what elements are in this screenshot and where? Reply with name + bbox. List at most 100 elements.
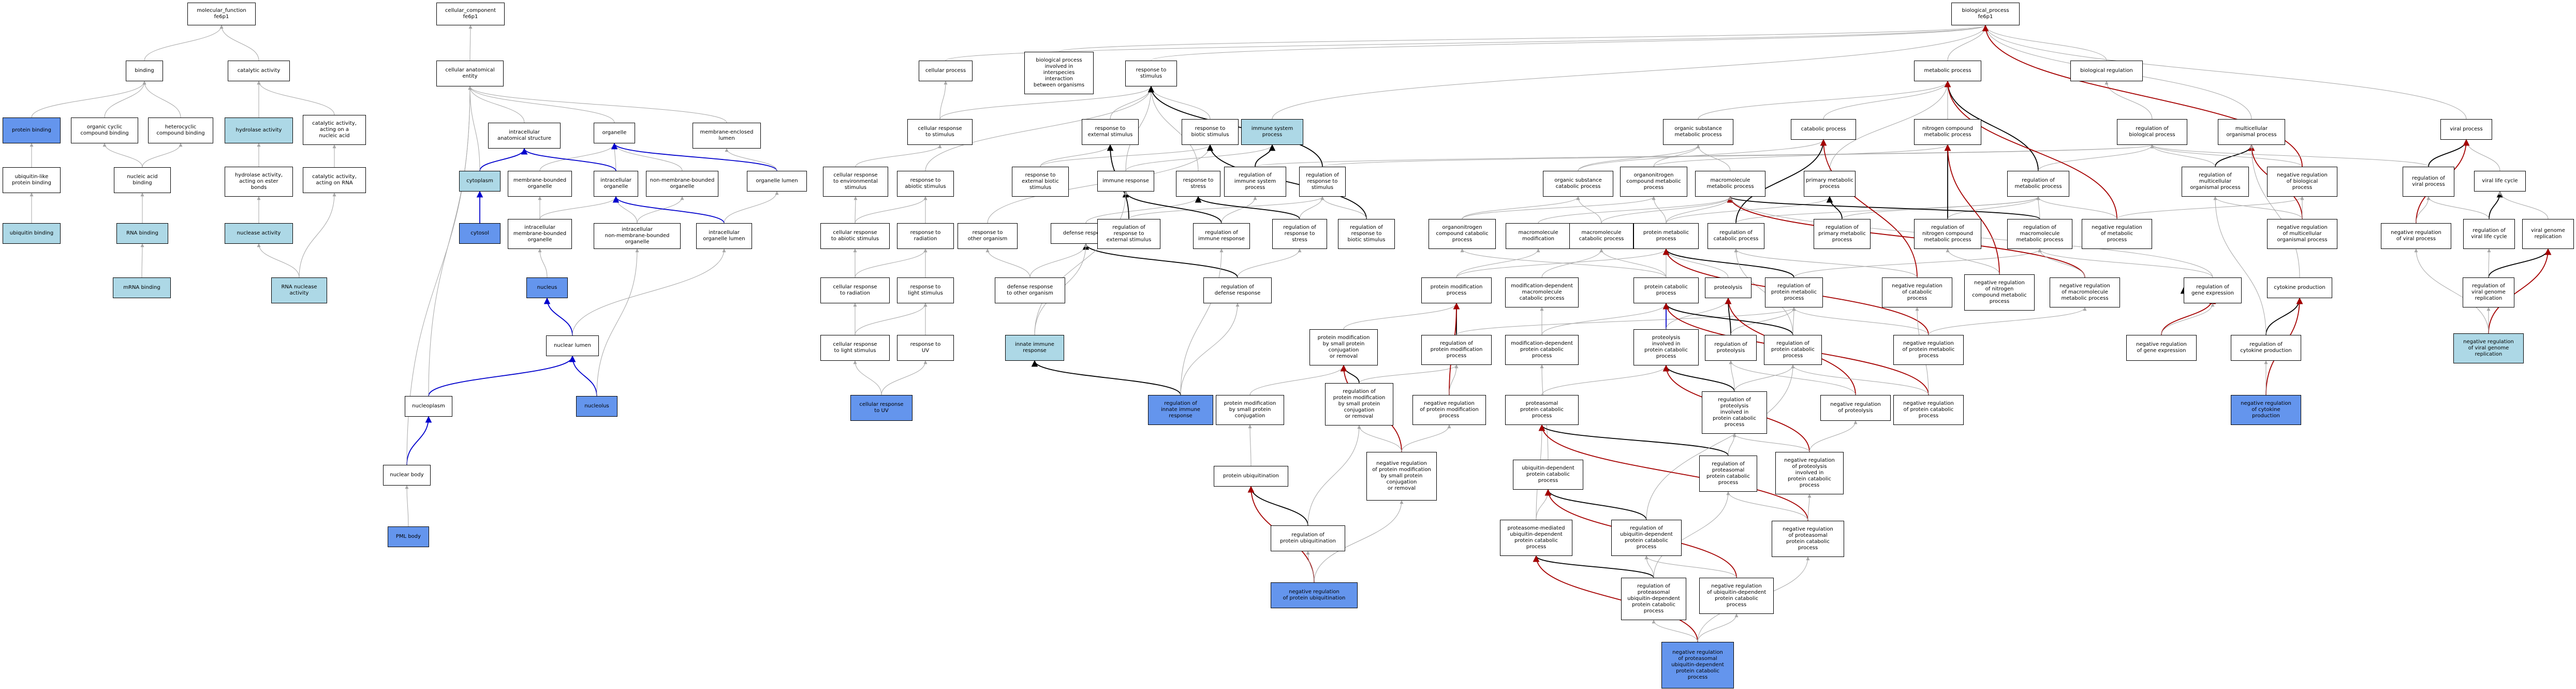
go-term-regmacromp[interactable]: regulation of macromolecule metabolic pr…: [2007, 219, 2072, 249]
go-term-udpcp[interactable]: ubiquitin-dependent protein catabolic pr…: [1513, 460, 1583, 490]
go-term-rlight[interactable]: response to light stimulus: [897, 277, 954, 303]
go-term-cytoplasm[interactable]: cytoplasm: [459, 171, 501, 192]
go-term-orgcyc[interactable]: organic cyclic compound binding: [71, 118, 138, 143]
go-term-crruv[interactable]: cellular response to UV: [850, 395, 912, 421]
go-term-catrna0[interactable]: catalytic activity, acting on a nucleic …: [303, 115, 366, 145]
go-term-regbp[interactable]: regulation of biological process: [2117, 119, 2187, 145]
go-term-nucbody[interactable]: nuclear body: [383, 465, 431, 486]
go-term-regprotcat[interactable]: regulation of protein catabolic process: [1764, 335, 1822, 365]
go-term-bpinter[interactable]: biological process involved in interspec…: [1024, 52, 1094, 94]
go-term-regprotubiq[interactable]: regulation of protein ubiquitination: [1271, 525, 1345, 551]
go-term-mf[interactable]: molecular_function fe6p1: [187, 3, 256, 25]
go-term-cae[interactable]: cellular anatomical entity: [436, 61, 504, 86]
go-term-negregviral[interactable]: negative regulation of viral process: [2381, 223, 2451, 249]
go-term-pmudpcp[interactable]: proteasome-mediated ubiquitin-dependent …: [1500, 520, 1572, 556]
go-term-oscat[interactable]: organic substance catabolic process: [1543, 171, 1613, 197]
go-term-iol[interactable]: intracellular organelle lumen: [696, 223, 752, 249]
go-term-catact[interactable]: catalytic activity: [228, 61, 290, 81]
go-term-pinpcp[interactable]: proteolysis involved in protein cataboli…: [1633, 329, 1699, 365]
go-term-ncmp[interactable]: nitrogen compound metabolic process: [1914, 119, 1981, 145]
go-term-negregpsmc[interactable]: negative regulation of protein modificat…: [1366, 452, 1437, 501]
go-term-metab[interactable]: metabolic process: [1914, 61, 1981, 81]
go-term-nuclumen[interactable]: nuclear lumen: [546, 335, 599, 356]
go-term-rextbio[interactable]: response to external biotic stimulus: [1012, 167, 1069, 197]
go-term-protbind[interactable]: protein binding: [3, 118, 61, 143]
go-term-rabio[interactable]: response to abiotic stimulus: [897, 171, 954, 197]
go-term-negregncmp[interactable]: negative regulation of nitrogen compound…: [1964, 274, 2035, 311]
go-term-mdpcp[interactable]: modification-dependent protein catabolic…: [1505, 335, 1579, 365]
go-term-rrad[interactable]: response to radiation: [897, 223, 954, 249]
go-term-io[interactable]: intracellular organelle: [594, 171, 638, 197]
go-term-osmp[interactable]: organic substance metabolic process: [1663, 119, 1733, 145]
go-term-macromp[interactable]: macromolecule metabolic process: [1695, 171, 1765, 197]
go-term-regrstress[interactable]: regulation of response to stress: [1272, 219, 1327, 249]
go-term-rext[interactable]: response to external stimulus: [1082, 119, 1139, 145]
go-term-hetcyc[interactable]: heterocyclic compound binding: [148, 118, 213, 143]
go-term-ol[interactable]: organelle lumen: [747, 171, 807, 192]
go-term-ruv[interactable]: response to UV: [897, 335, 954, 361]
go-term-crabio[interactable]: cellular response to abiotic stimulus: [820, 223, 890, 249]
go-term-rnanuc[interactable]: RNA nuclease activity: [271, 277, 327, 303]
go-term-nmbo[interactable]: non-membrane-bounded organelle: [646, 171, 718, 197]
go-term-regcytprod[interactable]: regulation of cytokine production: [2231, 335, 2301, 361]
go-term-protmod[interactable]: protein modification process: [1421, 277, 1492, 303]
go-term-oncat[interactable]: organonitrogen compound catabolic proces…: [1429, 219, 1496, 249]
go-term-regge[interactable]: regulation of gene expression: [2184, 277, 2242, 303]
go-term-regpmudpcp[interactable]: regulation of proteasomal ubiquitin-depe…: [1621, 578, 1686, 620]
go-term-nuclease[interactable]: nuclease activity: [225, 223, 293, 244]
go-term-negregpinpcp[interactable]: negative regulation of proteolysis invol…: [1775, 452, 1844, 494]
go-term-negregproteolysis[interactable]: negative regulation of proteolysis: [1820, 395, 1891, 421]
go-term-crstim[interactable]: cellular response to stimulus: [907, 119, 973, 145]
go-term-regudpcp[interactable]: regulation of ubiquitin-dependent protei…: [1611, 520, 1682, 556]
go-term-negregbp[interactable]: negative regulation of biological proces…: [2267, 167, 2337, 197]
go-term-binding[interactable]: binding: [126, 61, 163, 81]
go-term-defother[interactable]: defense response to other organism: [995, 277, 1065, 303]
go-term-negregmp[interactable]: negative regulation of metabolic process: [2082, 219, 2152, 249]
go-term-immresp[interactable]: immune response: [1097, 171, 1154, 192]
go-term-regproteolysis[interactable]: regulation of proteolysis: [1705, 335, 1757, 361]
go-term-proteasomal[interactable]: proteasomal protein catabolic process: [1505, 395, 1579, 425]
go-term-ubbind[interactable]: ubiquitin binding: [3, 223, 61, 244]
go-term-catab[interactable]: catabolic process: [1791, 119, 1856, 140]
go-term-negregvgrep[interactable]: negative regulation of viral genome repl…: [2453, 333, 2524, 363]
go-term-negregprotubiq[interactable]: negative regulation of protein ubiquitin…: [1271, 582, 1358, 608]
go-term-cytosol[interactable]: cytosol: [459, 223, 501, 244]
go-term-reginnate[interactable]: regulation of innate immune response: [1148, 395, 1213, 425]
go-term-ias[interactable]: intracellular anatomical structure: [488, 123, 561, 149]
go-term-regmop[interactable]: regulation of multicellular organismal p…: [2182, 167, 2249, 197]
go-term-hydrolase[interactable]: hydrolase activity: [225, 118, 293, 143]
go-term-rstim[interactable]: response to stimulus: [1125, 61, 1177, 86]
go-term-psc[interactable]: protein modification by small protein co…: [1216, 395, 1284, 425]
go-term-protubiq[interactable]: protein ubiquitination: [1214, 466, 1288, 487]
go-term-negregprotmod[interactable]: negative regulation of protein modificat…: [1412, 395, 1486, 425]
go-term-rother[interactable]: response to other organism: [958, 223, 1018, 249]
go-term-crlight[interactable]: cellular response to light stimulus: [820, 335, 890, 361]
go-term-cellproc[interactable]: cellular process: [919, 61, 973, 81]
go-term-catrna[interactable]: catalytic activity, acting on RNA: [303, 167, 366, 193]
go-term-protmp[interactable]: protein metabolic process: [1633, 223, 1699, 249]
go-term-regprotmp[interactable]: regulation of protein metabolic process: [1765, 277, 1823, 307]
go-term-bioreg[interactable]: biological regulation: [2070, 61, 2143, 81]
go-term-regprimmp[interactable]: regulation of primary metabolic process: [1814, 219, 1871, 249]
go-term-negregcat[interactable]: negative regulation of catabolic process: [1882, 277, 1952, 307]
go-term-regvlc[interactable]: regulation of viral life cycle: [2463, 219, 2515, 249]
go-term-regpsmc[interactable]: regulation of protein modification by sm…: [1325, 383, 1393, 426]
go-term-negregproteasomal[interactable]: negative regulation of proteasomal prote…: [1772, 521, 1844, 557]
go-term-regims[interactable]: regulation of immune system process: [1224, 167, 1286, 197]
go-term-negregudpcp[interactable]: negative regulation of ubiquitin-depende…: [1699, 578, 1774, 614]
go-term-macrocat[interactable]: macromolecule catabolic process: [1569, 223, 1633, 249]
go-term-regdef[interactable]: regulation of defense response: [1203, 277, 1272, 303]
go-term-bp[interactable]: biological_process fe6p1: [1951, 3, 2020, 25]
go-term-regcat[interactable]: regulation of catabolic process: [1707, 223, 1764, 249]
go-term-regrbio[interactable]: regulation of response to biotic stimulu…: [1338, 219, 1395, 249]
go-term-negregmop[interactable]: negative regulation of multicellular org…: [2267, 219, 2337, 249]
go-term-innate[interactable]: innate immune response: [1005, 335, 1064, 361]
go-term-mdmcp[interactable]: modification-dependent macromolecule cat…: [1505, 277, 1579, 307]
go-term-protcat[interactable]: protein catabolic process: [1633, 277, 1699, 303]
go-term-regprotmod[interactable]: regulation of protein modification proce…: [1421, 335, 1492, 365]
go-term-nucleolus[interactable]: nucleolus: [576, 396, 617, 417]
go-term-primmp[interactable]: primary metabolic process: [1804, 171, 1856, 197]
go-term-onmp[interactable]: organonitrogen compound metabolic proces…: [1620, 167, 1687, 197]
go-term-organelle[interactable]: organelle: [594, 123, 635, 143]
go-term-immsys[interactable]: immune system process: [1241, 119, 1303, 145]
